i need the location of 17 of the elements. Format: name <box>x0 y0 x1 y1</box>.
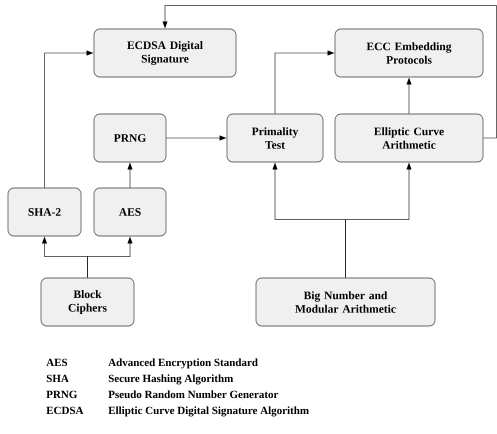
process-box: ECC Embedding Protocols <box>334 28 484 78</box>
process-box: AES <box>94 188 166 236</box>
process-box: PRNG <box>94 114 166 162</box>
abbreviation: ECDSA <box>46 406 84 414</box>
abbreviation-definition: Advanced Encryption Standard <box>108 358 258 368</box>
abbreviation: SHA <box>46 374 69 382</box>
process-box: Primality Test <box>226 114 324 162</box>
abbreviation-definition: Pseudo Random Number Generator <box>108 390 278 398</box>
process-box: Elliptic Curve Arithmetic <box>334 114 484 162</box>
process-box: Big Number and Modular Arithmetic <box>256 278 436 326</box>
process-box: SHA-2 <box>8 188 82 236</box>
abbreviation: AES <box>46 358 68 366</box>
abbreviation: PRNG <box>46 390 78 398</box>
process-box: ECDSA Digital Signature <box>94 28 236 78</box>
process-box: Block Ciphers <box>40 278 134 326</box>
abbreviation-definition: Secure Hashing Algorithm <box>108 374 234 384</box>
abbreviation-definition: Elliptic Curve Digital Signature Algorithm <box>108 406 309 416</box>
